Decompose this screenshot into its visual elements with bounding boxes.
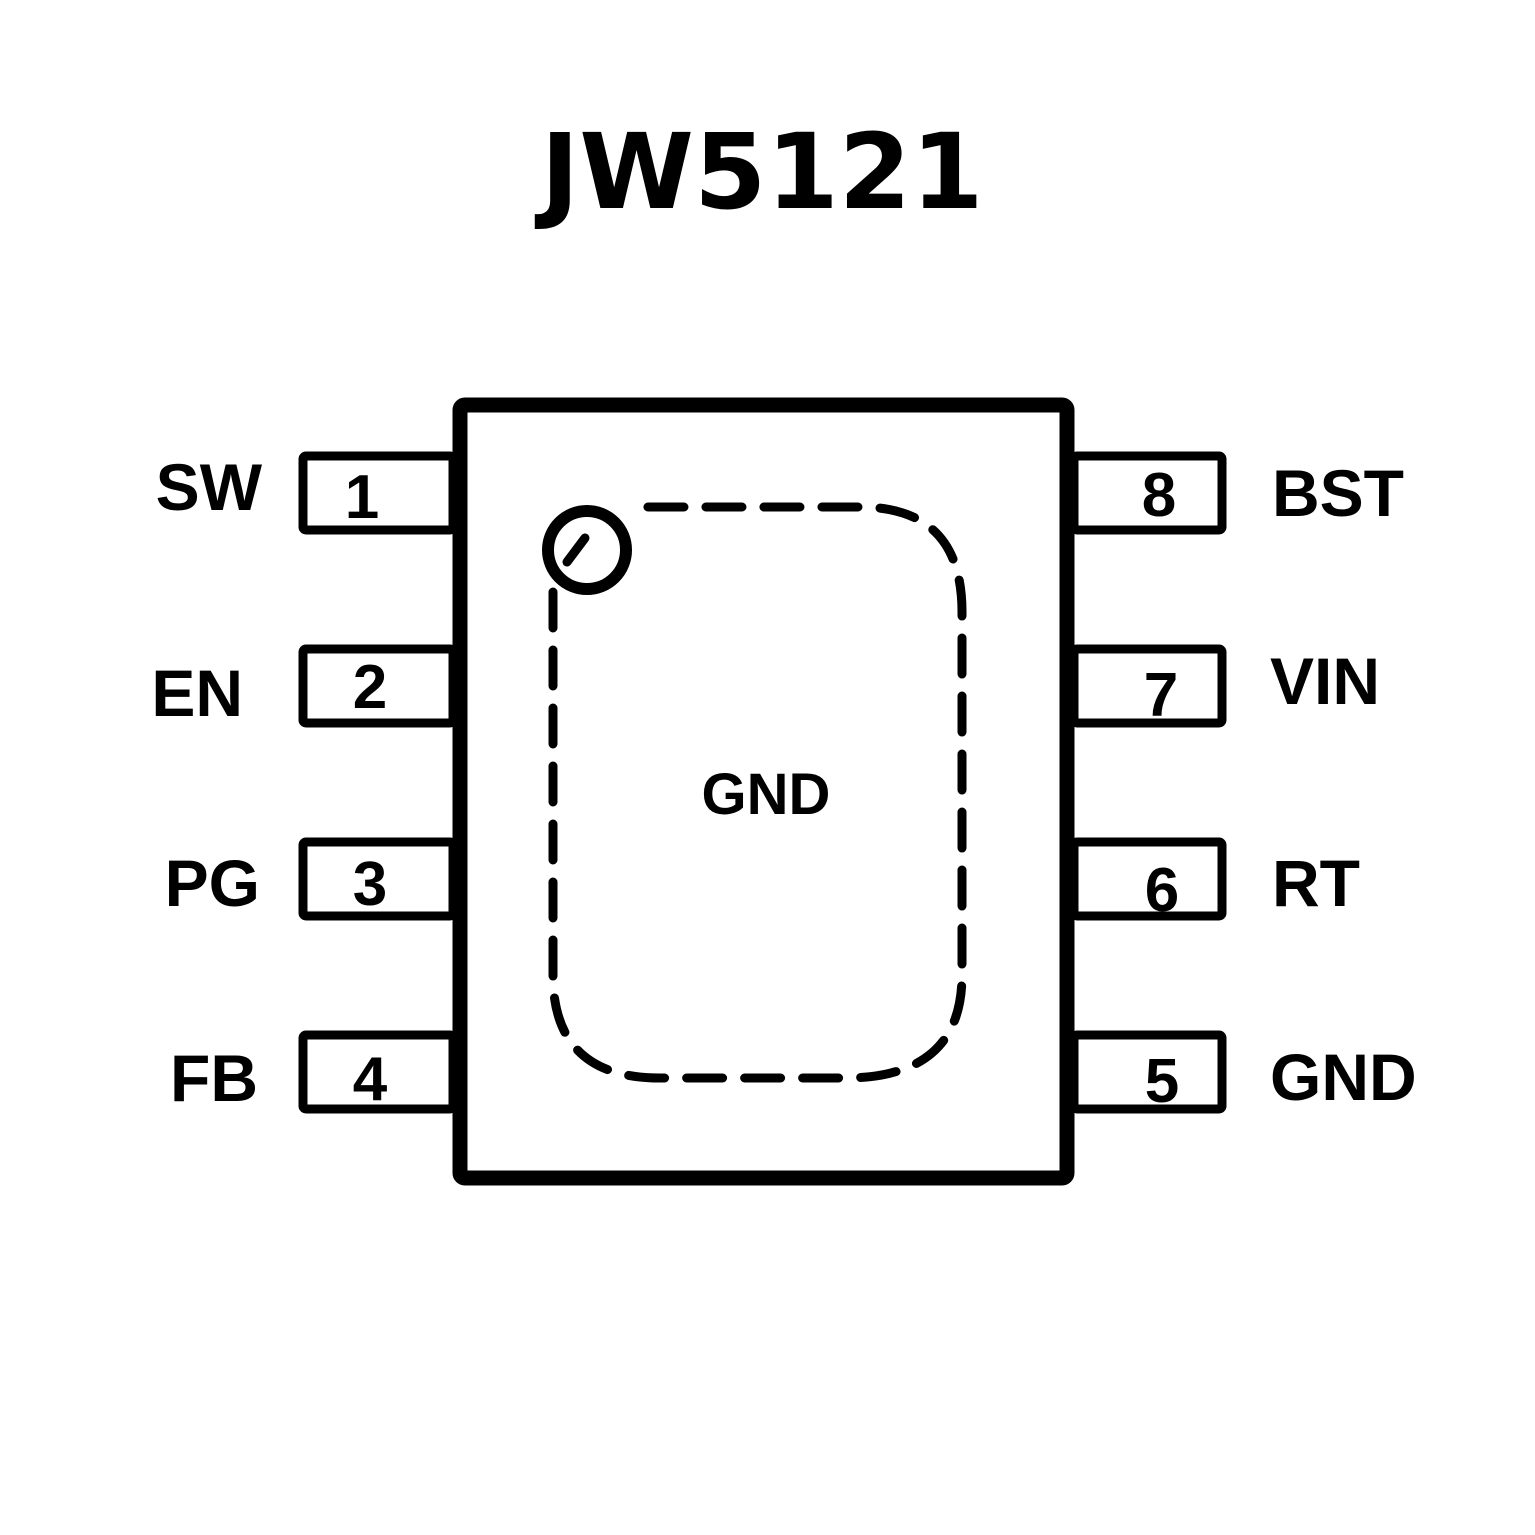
pin-4: 4 FB (170, 1030, 458, 1115)
pin-5: 5 GND (1069, 1030, 1417, 1116)
pin-6: 6 RT (1069, 837, 1360, 925)
pin-name: FB (170, 1041, 258, 1115)
pin-number: 5 (1145, 1047, 1179, 1116)
exposed-pad-outline (548, 502, 967, 1083)
package-body (452, 397, 1075, 1186)
pin-name: EN (151, 656, 243, 730)
pin-lead (298, 451, 458, 535)
pin-3: 3 PG (165, 837, 458, 921)
pin-8: 8 BST (1069, 451, 1404, 535)
pin-lead (1069, 451, 1227, 535)
pin-number: 3 (353, 850, 387, 919)
pin-1: 1 SW (156, 450, 458, 535)
pin-name: SW (156, 450, 263, 524)
pin-name: RT (1272, 846, 1360, 920)
pin-name: VIN (1270, 644, 1380, 718)
pin-lead (298, 1030, 458, 1114)
pin-number: 6 (1145, 856, 1179, 925)
pin-2: 2 EN (151, 644, 458, 730)
pin-lead (1069, 1030, 1227, 1114)
pin-number: 2 (353, 653, 387, 722)
pin-name: PG (165, 846, 260, 920)
pin-7: 7 VIN (1069, 644, 1380, 730)
pin-number: 1 (345, 463, 379, 532)
pin-name: GND (1270, 1040, 1417, 1114)
pin-number: 8 (1142, 461, 1176, 530)
exposed-pad-label: GND (702, 762, 831, 827)
pin-number: 4 (353, 1045, 388, 1114)
pin-lead (1069, 644, 1227, 728)
pin1-marker-icon (542, 505, 632, 595)
pin-name: BST (1272, 456, 1404, 530)
pin-lead (1069, 837, 1227, 921)
pin-lead (298, 837, 458, 921)
pin-lead (298, 644, 458, 728)
pin-number: 7 (1144, 661, 1178, 730)
chip-title: JW5121 (535, 111, 984, 233)
